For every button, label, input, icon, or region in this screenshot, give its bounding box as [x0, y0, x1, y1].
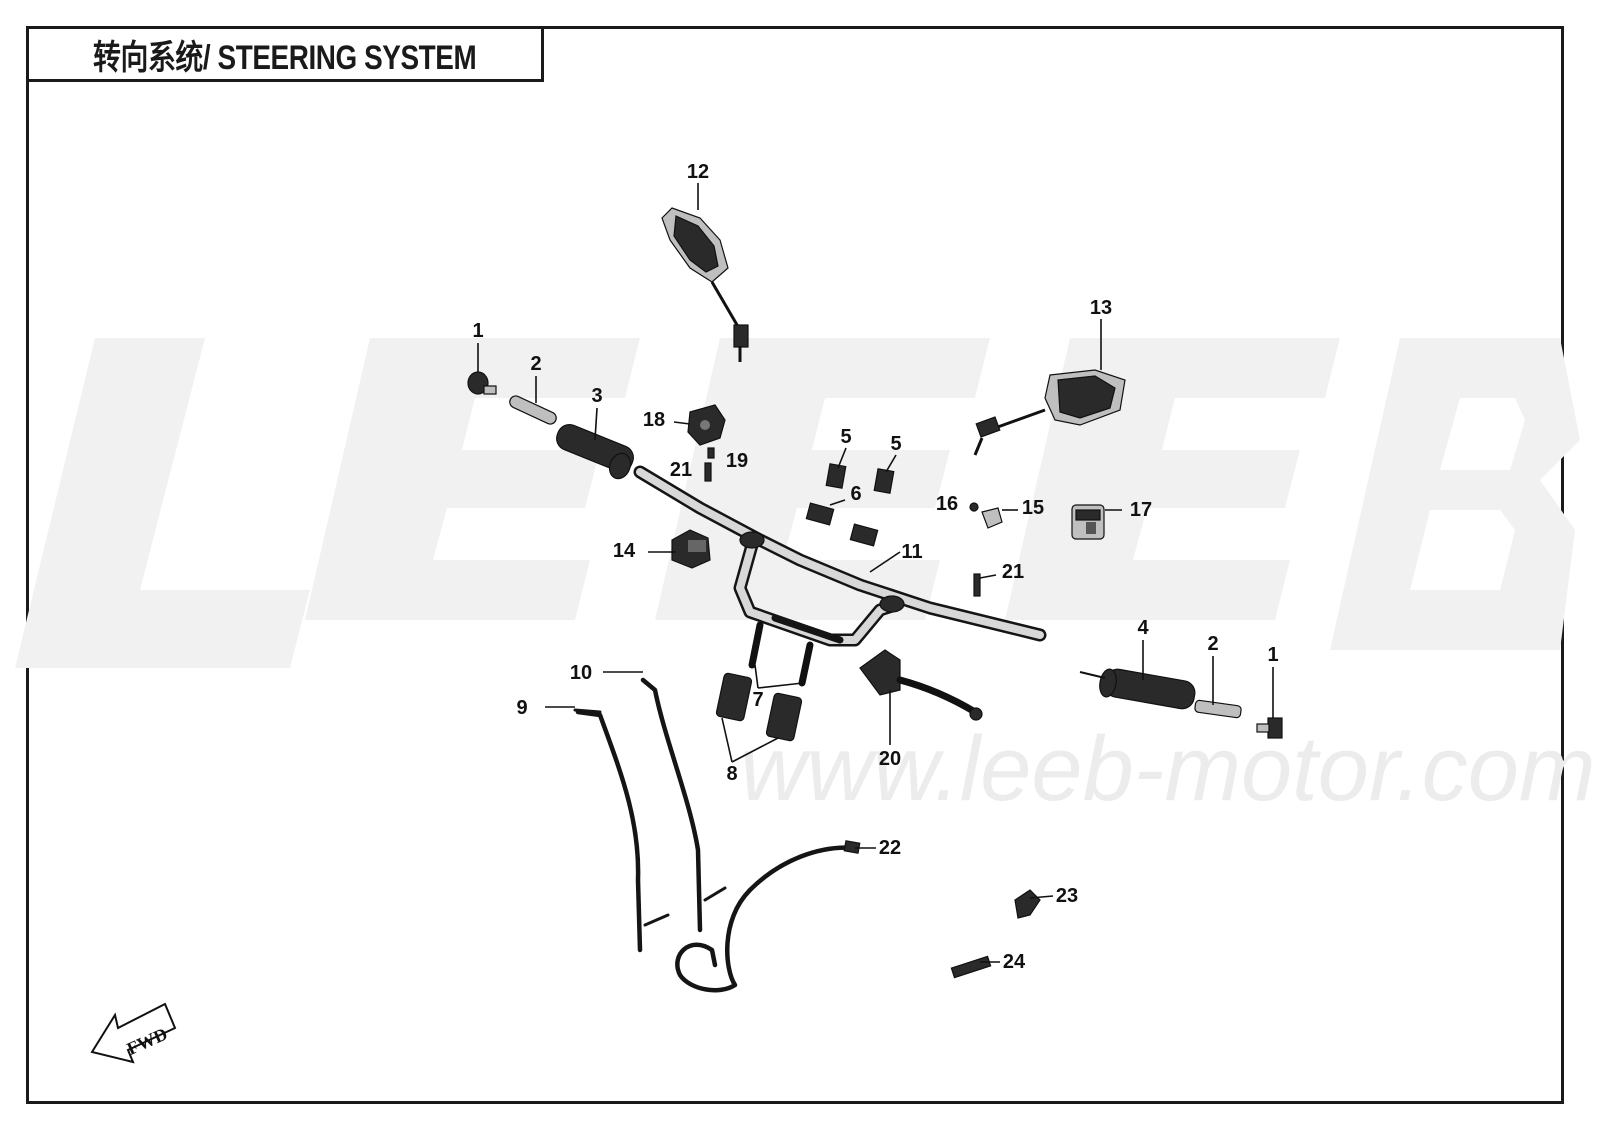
clamp-6b: [849, 523, 879, 547]
spring-24: [950, 955, 992, 979]
right-bar-end-insert: [1194, 699, 1242, 719]
leeb-watermark-logo: [15, 338, 1580, 668]
upper-clamp-5b: [873, 468, 895, 494]
callout-5b: 5: [890, 433, 901, 455]
left-mirror: [661, 207, 749, 362]
clip-23: [1014, 889, 1041, 919]
callout-22: 22: [879, 837, 901, 859]
screw-19: [707, 447, 715, 459]
callout-2-left: 2: [530, 353, 541, 375]
screw-21a: [704, 462, 712, 482]
riser-8a: [715, 672, 753, 722]
callout-20: 20: [879, 748, 901, 770]
throttle-housing: [687, 404, 726, 446]
right-switch: [1071, 504, 1105, 540]
callout-1-right: 1: [1267, 644, 1278, 666]
right-grip: [1079, 668, 1196, 710]
fwd-arrow: FWD: [90, 1002, 177, 1064]
handlebar: [633, 465, 1047, 647]
callout-17: 17: [1130, 499, 1152, 521]
right-bar-end: [1256, 717, 1283, 739]
upper-clamp-5a: [825, 463, 847, 489]
callout-13: 13: [1090, 297, 1112, 319]
callout-21-right: 21: [1002, 561, 1024, 583]
callout-19: 19: [726, 450, 748, 472]
screw-21b: [973, 573, 981, 597]
cable-9: [575, 709, 643, 953]
right-mirror: [973, 369, 1126, 456]
callout-9: 9: [516, 697, 527, 719]
callout-1-left: 1: [472, 320, 483, 342]
callout-2-right: 2: [1207, 633, 1218, 655]
cable-10: [640, 677, 703, 933]
callout-15: 15: [1022, 497, 1044, 519]
small-bolt-16: [969, 502, 979, 512]
website-watermark: www.leeb-motor.com: [740, 718, 1596, 820]
bolt-7b: [798, 641, 814, 687]
callout-7: 7: [752, 689, 763, 711]
brake-lever: [859, 649, 983, 721]
leader-lines: [477, 183, 1274, 963]
callout-labels: 1 2 3 12 18 21 19 13 5 5 6 16 15 17 14 1…: [472, 161, 1278, 973]
left-grip: [556, 423, 634, 480]
callout-12: 12: [687, 161, 709, 183]
callout-23: 23: [1056, 885, 1078, 907]
callout-3: 3: [591, 385, 602, 407]
callout-11: 11: [901, 541, 922, 563]
callout-18: 18: [643, 409, 665, 431]
callout-6: 6: [850, 483, 861, 505]
callout-16: 16: [936, 493, 958, 515]
callout-21-left: 21: [670, 459, 692, 481]
callout-24: 24: [1003, 951, 1026, 973]
left-bar-end: [467, 371, 497, 395]
riser-8b: [765, 692, 803, 742]
left-switch: [671, 529, 711, 569]
cable-22: [675, 845, 858, 993]
title-box: 转向系统/ STEERING SYSTEM: [26, 26, 544, 82]
callout-10: 10: [570, 662, 592, 684]
callout-4: 4: [1137, 617, 1149, 639]
page-title: 转向系统/ STEERING SYSTEM: [93, 38, 477, 77]
left-bar-end-insert: [509, 395, 557, 425]
bracket-15: [981, 507, 1003, 529]
callout-5a: 5: [840, 426, 851, 448]
bolt-7a: [748, 621, 764, 669]
callout-14: 14: [613, 540, 636, 562]
callout-8: 8: [726, 763, 737, 785]
clamp-6a: [805, 502, 835, 526]
